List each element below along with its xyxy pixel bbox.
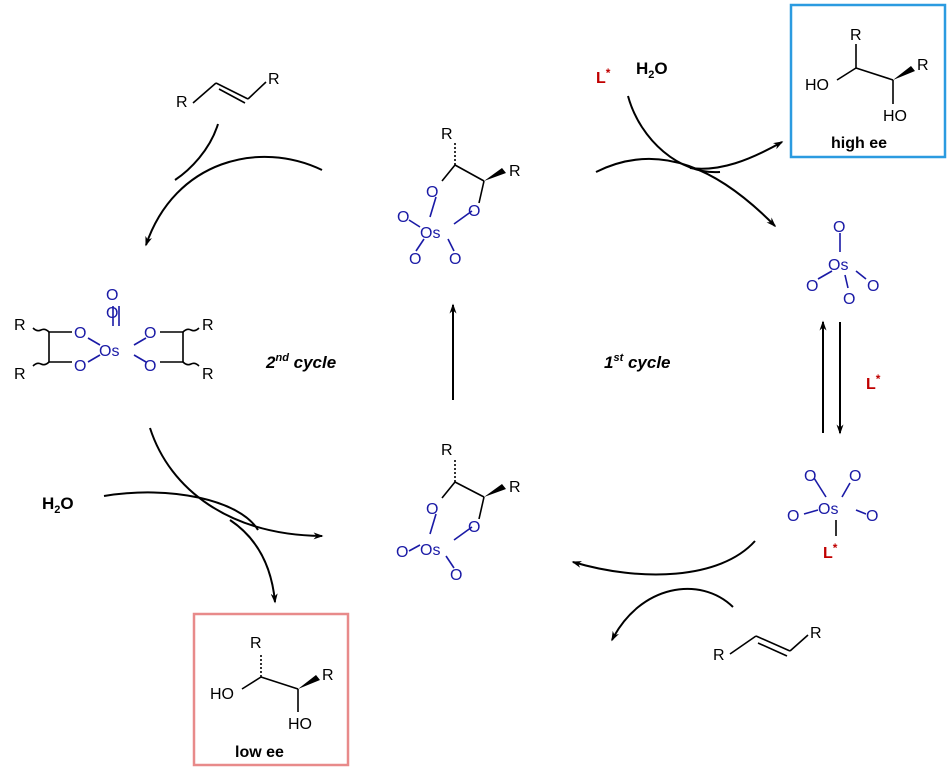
osmate-ester-top: R R O O Os O O O [397, 126, 521, 268]
second-cycle-label: 2nd cycle [265, 352, 336, 372]
atom-o: O [468, 203, 480, 220]
low-ee-box [192, 612, 350, 767]
atom-r: R [202, 317, 214, 334]
atom-os: Os [99, 343, 119, 360]
water-label: H2O [42, 494, 74, 516]
water-label: H2O [636, 59, 668, 81]
atom-r: R [268, 71, 280, 88]
atom-r: R [322, 667, 334, 684]
atom-o: O [144, 358, 156, 375]
atom-o: O [409, 251, 421, 268]
atom-o: O [843, 291, 855, 308]
atom-os: Os [420, 542, 440, 559]
atom-r: R [850, 27, 862, 44]
atom-o: O [849, 468, 861, 485]
atom-o: O [74, 325, 86, 342]
atom-os: Os [818, 501, 838, 518]
atom-r: R [441, 442, 453, 459]
low-ee-label: low ee [235, 744, 284, 761]
arrow-ligand-water-in [627, 95, 721, 174]
atom-r: R [917, 57, 929, 74]
atom-r: R [176, 94, 188, 111]
atom-o: O [866, 508, 878, 525]
atom-ho: HO [883, 108, 907, 125]
atom-o: O [106, 305, 118, 322]
atom-o: O [449, 251, 461, 268]
alkene-bottom: R R [713, 625, 822, 664]
arrow-complex-addition [571, 540, 756, 576]
atom-o: O [144, 325, 156, 342]
alkene-top: R R [176, 71, 280, 111]
ligand-label: L* [596, 66, 611, 87]
arrow-high-ee-out [689, 141, 784, 170]
arrow-hydrolysis-first [595, 157, 777, 228]
atom-o: O [397, 209, 409, 226]
atom-ho: HO [210, 686, 234, 703]
first-cycle-label: 1st cycle [604, 352, 671, 372]
atom-r: R [14, 317, 26, 334]
atom-r: R [250, 635, 262, 652]
arrow-hydrolysis-second [149, 427, 324, 540]
osmium-tetroxide: O Os O O O [806, 219, 879, 308]
atom-o: O [468, 519, 480, 536]
atom-r: R [202, 366, 214, 383]
arrow-alkene-in [174, 123, 219, 181]
atom-r: R [810, 625, 822, 642]
atom-o: O [804, 468, 816, 485]
atom-o: O [396, 544, 408, 561]
wedge-bond [298, 675, 320, 689]
atom-os: Os [420, 225, 440, 242]
atom-o: O [74, 358, 86, 375]
low-ee-product: R R HO HO low ee [192, 612, 350, 767]
ligand-label: L* [866, 372, 881, 393]
high-ee-label: high ee [831, 135, 887, 152]
atom-o: O [450, 567, 462, 584]
atom-r: R [713, 647, 725, 664]
arrow-alkene-addition [145, 155, 323, 247]
atom-ho: HO [288, 716, 312, 733]
high-ee-product: R R HO HO high ee [789, 3, 947, 159]
atom-o: O [426, 501, 438, 518]
atom-r: R [14, 366, 26, 383]
wedge-bond [484, 168, 506, 181]
arrow-alkene-in-bottom [611, 587, 734, 642]
atom-r: R [509, 479, 521, 496]
wedge-bond [893, 66, 915, 80]
atom-ho: HO [805, 77, 829, 94]
atom-r: R [441, 126, 453, 143]
atom-o: O [426, 184, 438, 201]
atom-o: O [806, 278, 818, 295]
ligand-label: L* [823, 541, 838, 562]
atom-o: O [106, 287, 118, 304]
bis-osmate-ester: R R R R O O O O Os O O [14, 287, 214, 383]
osmate-ester-bottom: R R O O Os O O [396, 442, 521, 584]
atom-os: Os [828, 257, 848, 274]
arrow-low-ee-out [229, 519, 278, 604]
osmium-ligand-complex: O O O Os O L* [787, 468, 878, 562]
arrow-water-in [103, 491, 259, 531]
wedge-bond [484, 484, 506, 497]
high-ee-box [789, 3, 947, 159]
atom-r: R [509, 163, 521, 180]
atom-o: O [787, 508, 799, 525]
atom-o: O [833, 219, 845, 236]
atom-o: O [867, 278, 879, 295]
